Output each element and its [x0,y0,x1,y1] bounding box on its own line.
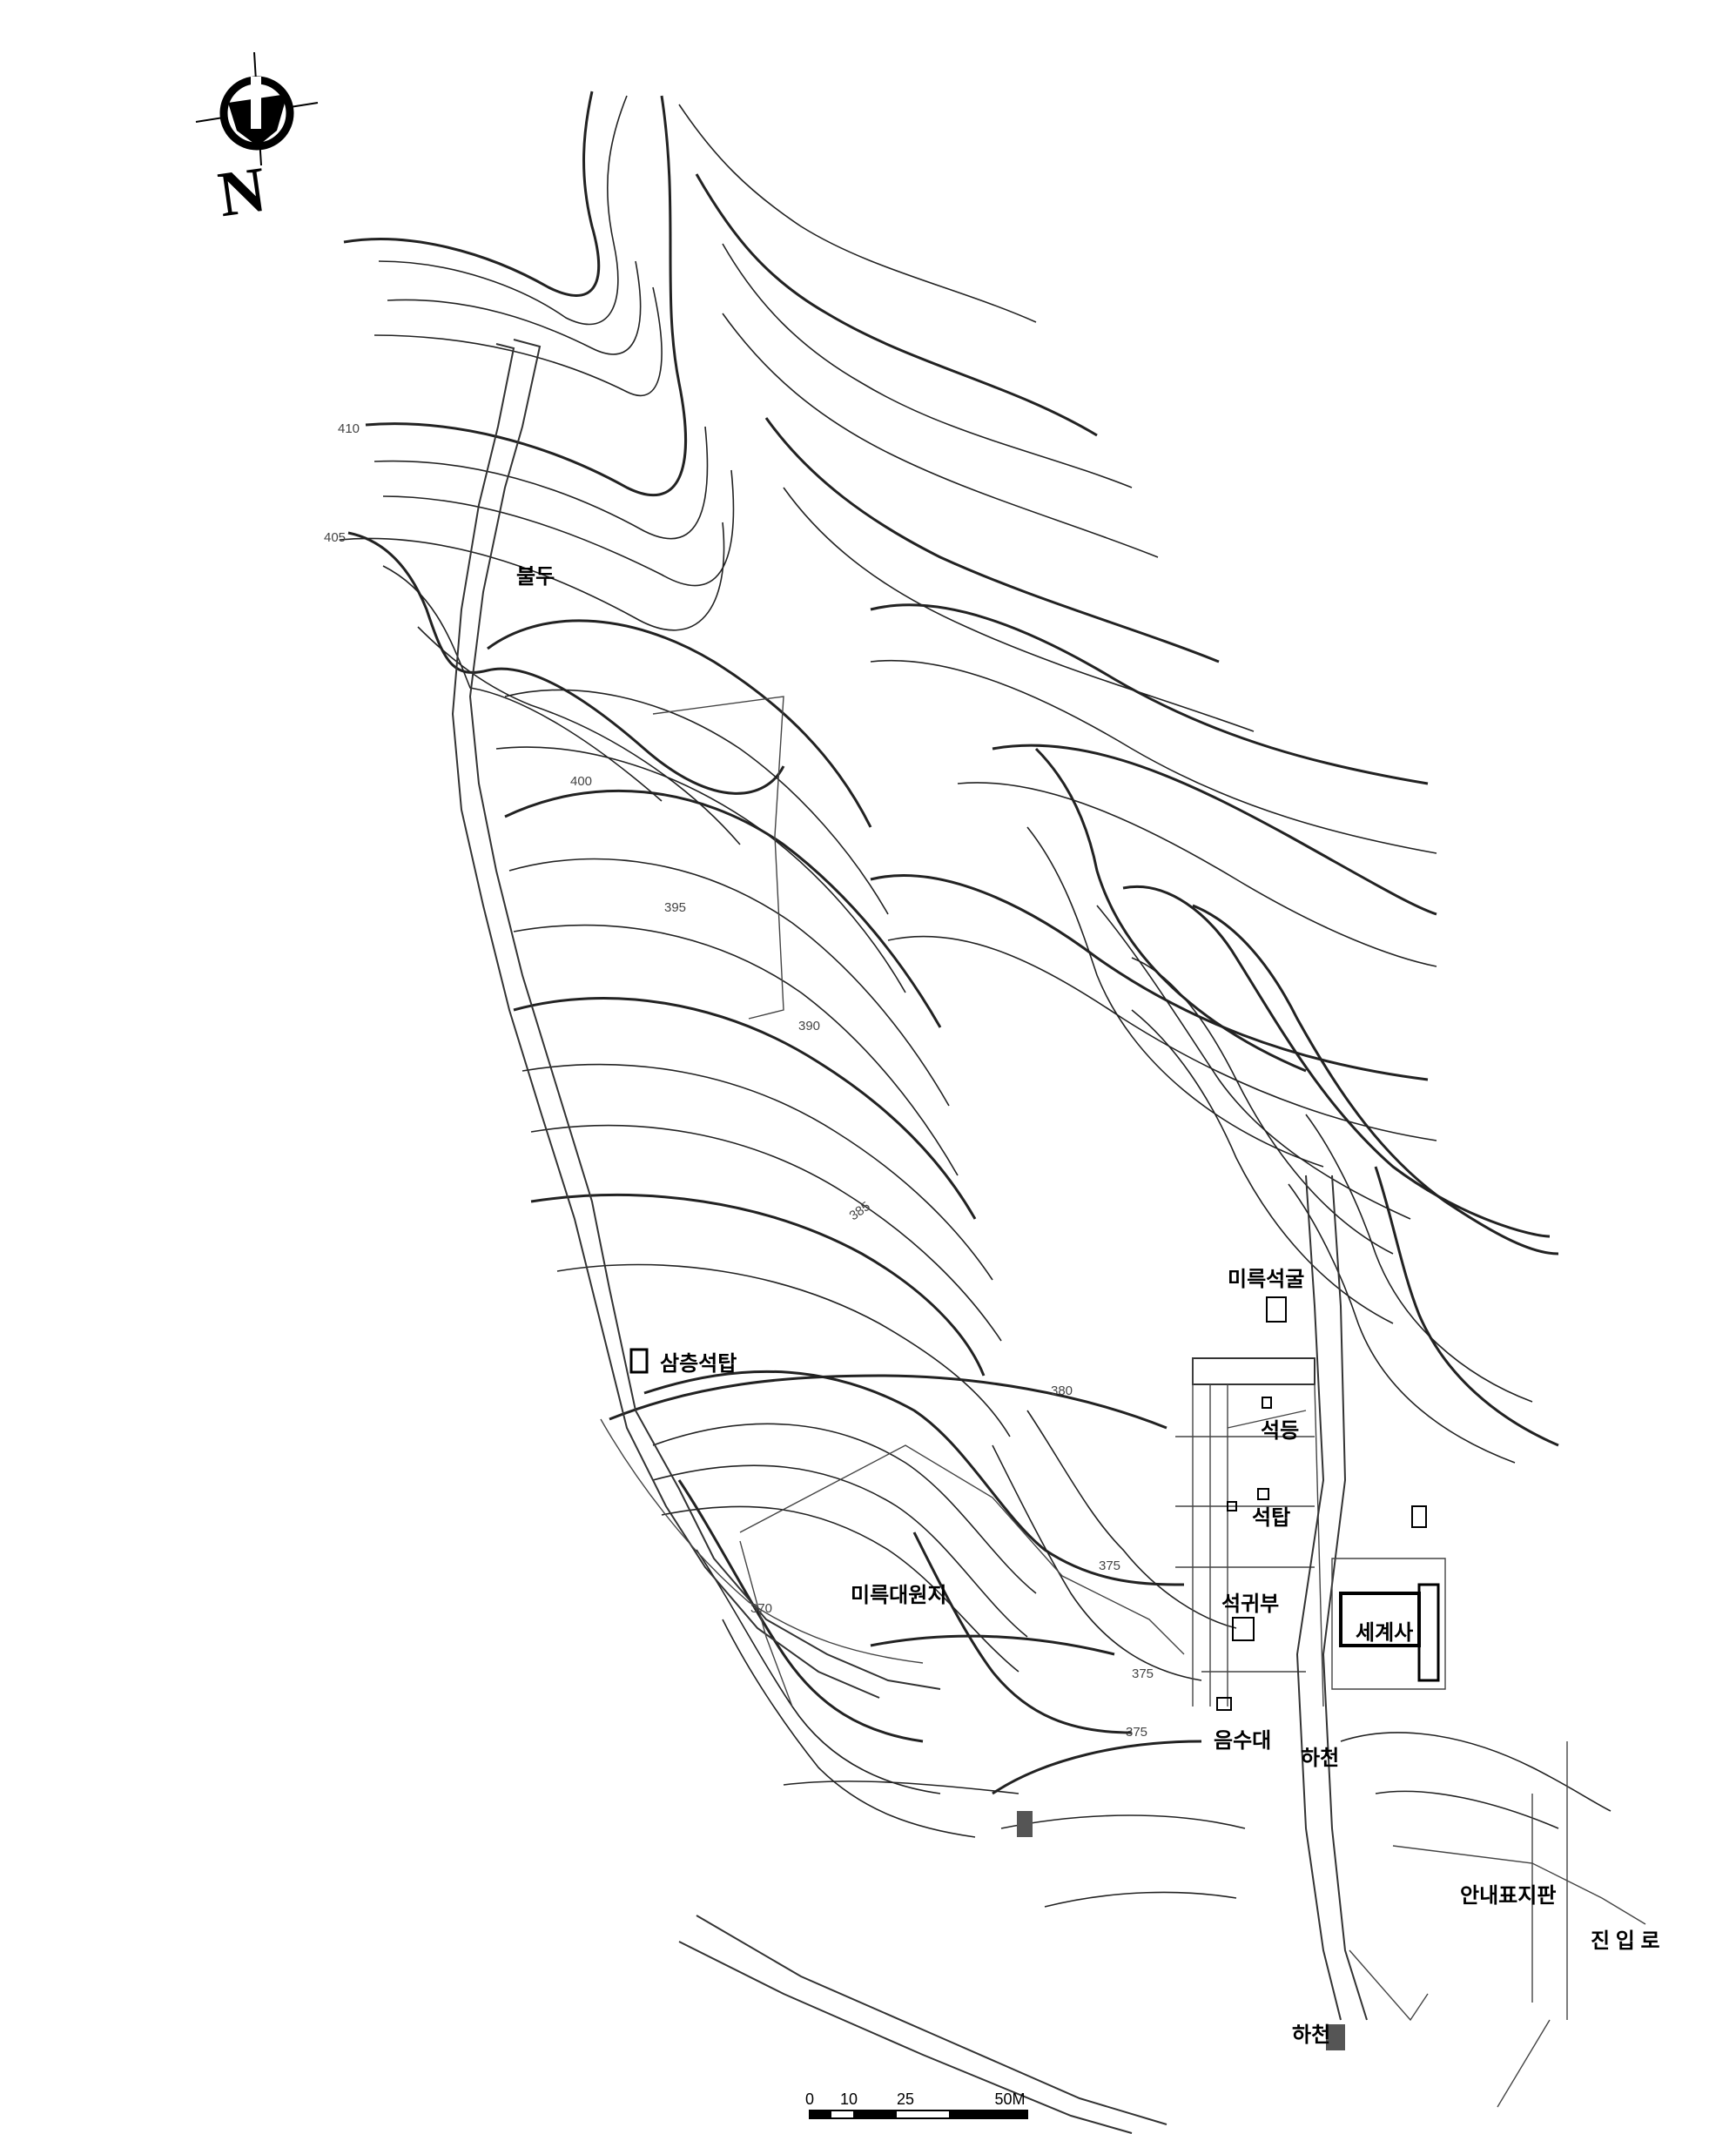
contour-label-385: 385 [847,1199,873,1223]
contour-label-375-b: 375 [1132,1666,1154,1681]
scale-tick-50m: 50M [994,2090,1025,2108]
north-arrow-icon: N [195,51,319,232]
feature-labels: 불두 미륵석굴 삼층석탑 석등 석탑 미륵대원지 석귀부 세계사 음수대 하천 … [516,565,1660,2047]
contour-label-395: 395 [664,900,686,915]
contour-label-375-a: 375 [1099,1558,1120,1573]
scale-tick-0: 0 [805,2090,814,2108]
contour-label-375-c: 375 [1126,1725,1147,1740]
label-segyesa: 세계사 [1356,1621,1413,1645]
scale-tick-25: 25 [897,2090,914,2108]
label-eumsudae: 음수대 [1214,1729,1271,1753]
label-seoktap: 석탑 [1252,1506,1290,1530]
label-buldu: 불두 [516,565,555,589]
contour-label-390: 390 [798,1019,820,1033]
contour-label-405: 405 [324,530,346,545]
label-hacheon-upper: 하천 [1301,1747,1339,1770]
contour-label-410: 410 [338,421,360,436]
contour-label-380: 380 [1051,1383,1073,1398]
label-jinip-ro: 진 입 로 [1591,1929,1660,1953]
label-mireuk-daewonji: 미륵대원지 [851,1584,946,1607]
label-seokdeung: 석등 [1261,1419,1299,1443]
scale-tick-10: 10 [840,2090,858,2108]
label-hacheon-lower: 하천 [1292,2023,1330,2047]
label-samcheung-seoktap: 삼층석탑 [660,1352,737,1376]
contour-label-400: 400 [570,774,592,789]
north-label: N [214,154,270,232]
scale-bar: 0 10 25 50M [805,2090,1028,2119]
contour-lines [339,91,1612,1908]
label-seokgwibu: 석귀부 [1221,1592,1279,1616]
contour-label-370: 370 [750,1601,772,1616]
contour-labels: 410 405 400 395 390 385 380 375 375 375 … [324,421,1154,1740]
label-mireuk-seokgul: 미륵석굴 [1228,1268,1304,1291]
label-annae-pyojipan: 안내표지판 [1460,1884,1556,1908]
site-outline [451,339,1646,2134]
